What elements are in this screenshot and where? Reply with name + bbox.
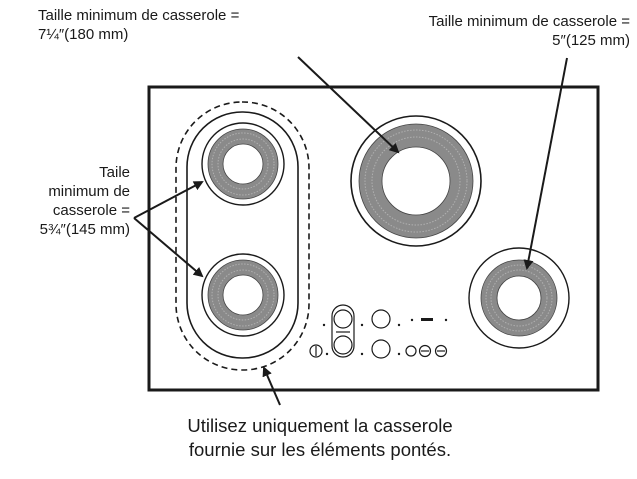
arrow-top-right <box>523 57 568 270</box>
label-line: fournie sur les éléments pontés. <box>188 439 452 460</box>
label-line: Taille minimum de casserole = <box>428 13 630 30</box>
display-indicator <box>421 318 433 321</box>
lock-icon <box>405 345 417 357</box>
label-line: 5″(125 mm) <box>552 32 630 49</box>
bridge-bottom-burner <box>201 253 285 337</box>
label-line: Utilisez uniquement la casserole <box>187 415 453 436</box>
label-line: Taille minimum de casserole = <box>38 7 240 24</box>
control-panel <box>309 304 448 359</box>
middle-bottom-knob <box>371 339 391 359</box>
label-bridge-burner-size: Taile minimum de casserole = 5¾″(145 mm) <box>6 163 130 239</box>
label-line: minimum de <box>48 183 130 200</box>
left-knob-frame <box>331 304 355 358</box>
cooktop-surface <box>147 85 600 392</box>
arrow-top-left <box>297 56 400 154</box>
arrow-bottom <box>262 366 281 406</box>
label-line: casserole = <box>52 202 130 219</box>
label-large-burner-size: Taille minimum de casserole = 7¼″(180 mm… <box>38 6 239 44</box>
small-burner <box>468 247 570 349</box>
label-bridge-instruction: Utilisez uniquement la casserole fournie… <box>100 414 540 462</box>
label-line: 7¼″(180 mm) <box>38 26 129 43</box>
arrow-left-lower <box>133 217 204 278</box>
middle-top-knob <box>371 309 391 329</box>
label-line: Taile <box>99 164 130 181</box>
bridge-element-outline <box>186 111 299 359</box>
bridge-top-burner <box>201 122 285 206</box>
label-line: 5¾″(145 mm) <box>39 221 130 238</box>
control-panel-dots <box>322 318 448 356</box>
left-top-knob <box>333 309 353 329</box>
label-small-burner-size: Taille minimum de casserole = 5″(125 mm) <box>358 12 630 50</box>
bridge-zone-dashed-outline <box>175 101 310 371</box>
large-burner <box>350 115 482 247</box>
left-bottom-knob <box>333 335 353 355</box>
arrow-left-upper <box>133 181 204 219</box>
